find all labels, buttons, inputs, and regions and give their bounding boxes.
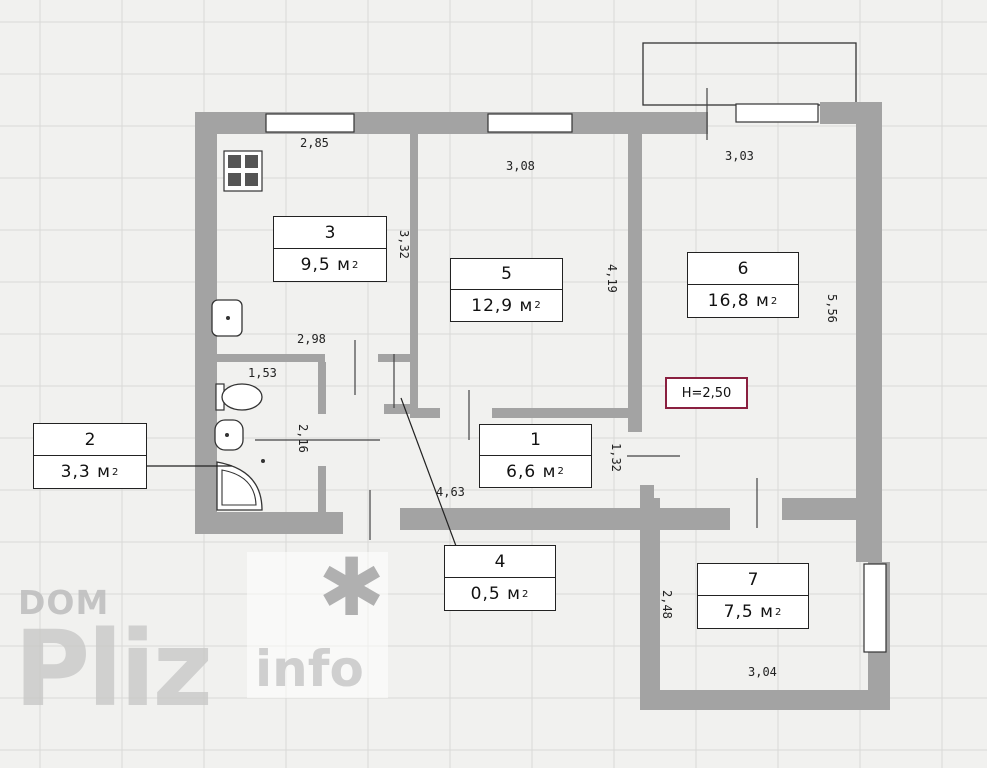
room-number: 2 <box>34 424 146 456</box>
toilet-icon <box>215 383 263 411</box>
dim-2-85: 2,85 <box>300 136 329 150</box>
dim-2-48: 2,48 <box>660 590 674 619</box>
windows <box>265 103 887 653</box>
dim-2-16: 2,16 <box>296 424 310 453</box>
leader-line-room-4 <box>400 397 457 547</box>
dim-3-03: 3,03 <box>725 149 754 163</box>
ceiling-height-badge: H=2,50 <box>665 377 748 409</box>
room-number: 1 <box>480 425 591 456</box>
dim-3-04: 3,04 <box>748 665 777 679</box>
watermark-asterisk-icon: ✱ <box>318 541 386 634</box>
watermark-pliz: Pliz <box>14 608 213 730</box>
bathroom-sink-icon <box>214 419 244 451</box>
room-number: 7 <box>698 564 808 596</box>
stove-icon <box>223 150 263 192</box>
dim-1-32: 1,32 <box>609 443 623 472</box>
dim-1-53: 1,53 <box>248 366 277 380</box>
dim-3-08: 3,08 <box>506 159 535 173</box>
door-marks <box>255 88 758 540</box>
dim-3-32: 3,32 <box>397 230 411 259</box>
room-number: 4 <box>445 546 555 578</box>
dim-4-63: 4,63 <box>436 485 465 499</box>
watermark-dom: DOM <box>18 583 110 622</box>
bathtub-icon <box>216 459 265 511</box>
watermark-panel <box>247 552 388 698</box>
watermark-info: info <box>255 640 364 698</box>
kitchen-sink-icon <box>211 299 243 337</box>
dim-5-56: 5,56 <box>825 294 839 323</box>
room-number: 3 <box>274 217 386 249</box>
dim-2-98: 2,98 <box>297 332 326 346</box>
room-number: 6 <box>688 253 798 285</box>
balcony-outline <box>642 42 857 106</box>
room-number: 5 <box>451 259 562 290</box>
dim-4-19: 4,19 <box>605 264 619 293</box>
